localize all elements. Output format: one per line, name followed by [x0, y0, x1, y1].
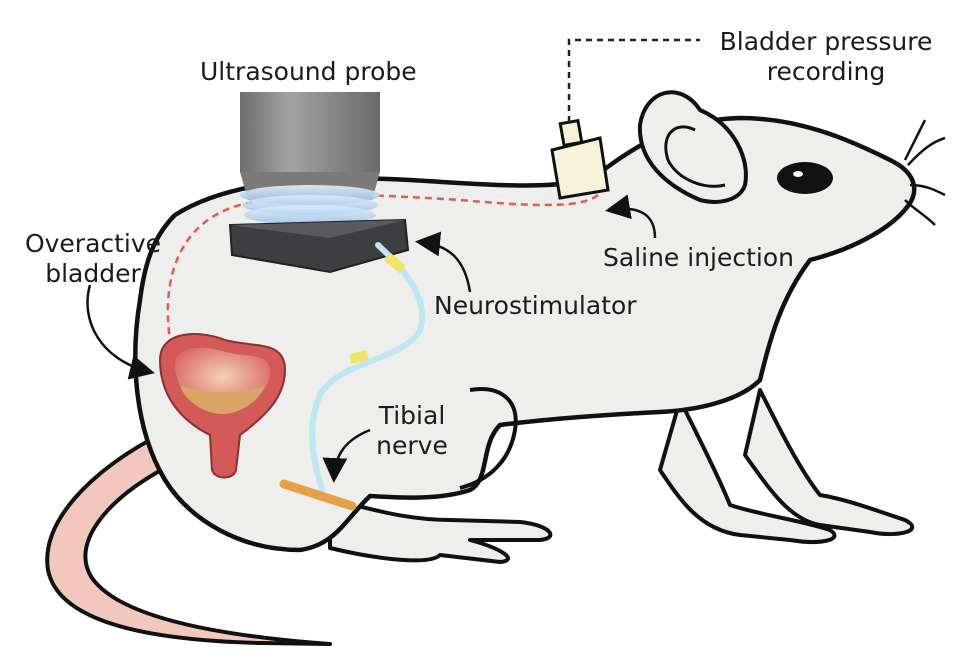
rat-tail — [45, 438, 332, 646]
bladder — [158, 333, 287, 479]
rat-ear-inner — [664, 125, 726, 188]
label-overactive-line2: bladder — [45, 259, 141, 288]
neurostimulator-lead — [309, 242, 426, 493]
bladder-catheter-line — [166, 193, 599, 341]
saline-port — [550, 118, 610, 200]
label-tibial-nerve: Tibial nerve — [352, 401, 472, 461]
rat-ear — [637, 90, 748, 204]
label-bladder-pressure-line2: recording — [766, 57, 886, 86]
rat-whiskers — [903, 119, 946, 226]
label-ultrasound-probe: Ultrasound probe — [200, 57, 417, 86]
label-bladder-pressure-line1: Bladder pressure — [719, 27, 933, 56]
rat-front-leg-front — [743, 388, 915, 537]
rat-haunch-line — [459, 387, 518, 490]
ultrasound-probe — [228, 92, 410, 274]
overactive-arrow — [86, 284, 155, 380]
neurostimulator-arrow — [415, 231, 472, 293]
saline-arrow — [605, 194, 657, 239]
label-saline-injection: Saline injection — [603, 243, 795, 272]
label-neurostimulator: Neurostimulator — [434, 291, 637, 320]
rat-front-leg-back — [658, 398, 837, 544]
label-overactive-bladder: Overactive bladder — [18, 229, 168, 289]
pressure-dashed-line — [567, 38, 700, 122]
label-tibial-line2: nerve — [376, 431, 448, 460]
label-overactive-line1: Overactive — [24, 229, 162, 258]
label-bladder-pressure-recording: Bladder pressure recording — [706, 27, 946, 87]
tibial-arrow — [322, 428, 371, 483]
rat-eye — [777, 162, 833, 194]
label-tibial-line1: Tibial — [378, 401, 446, 430]
rat-hind-foot — [328, 498, 553, 564]
tibial-electrode — [279, 479, 357, 511]
